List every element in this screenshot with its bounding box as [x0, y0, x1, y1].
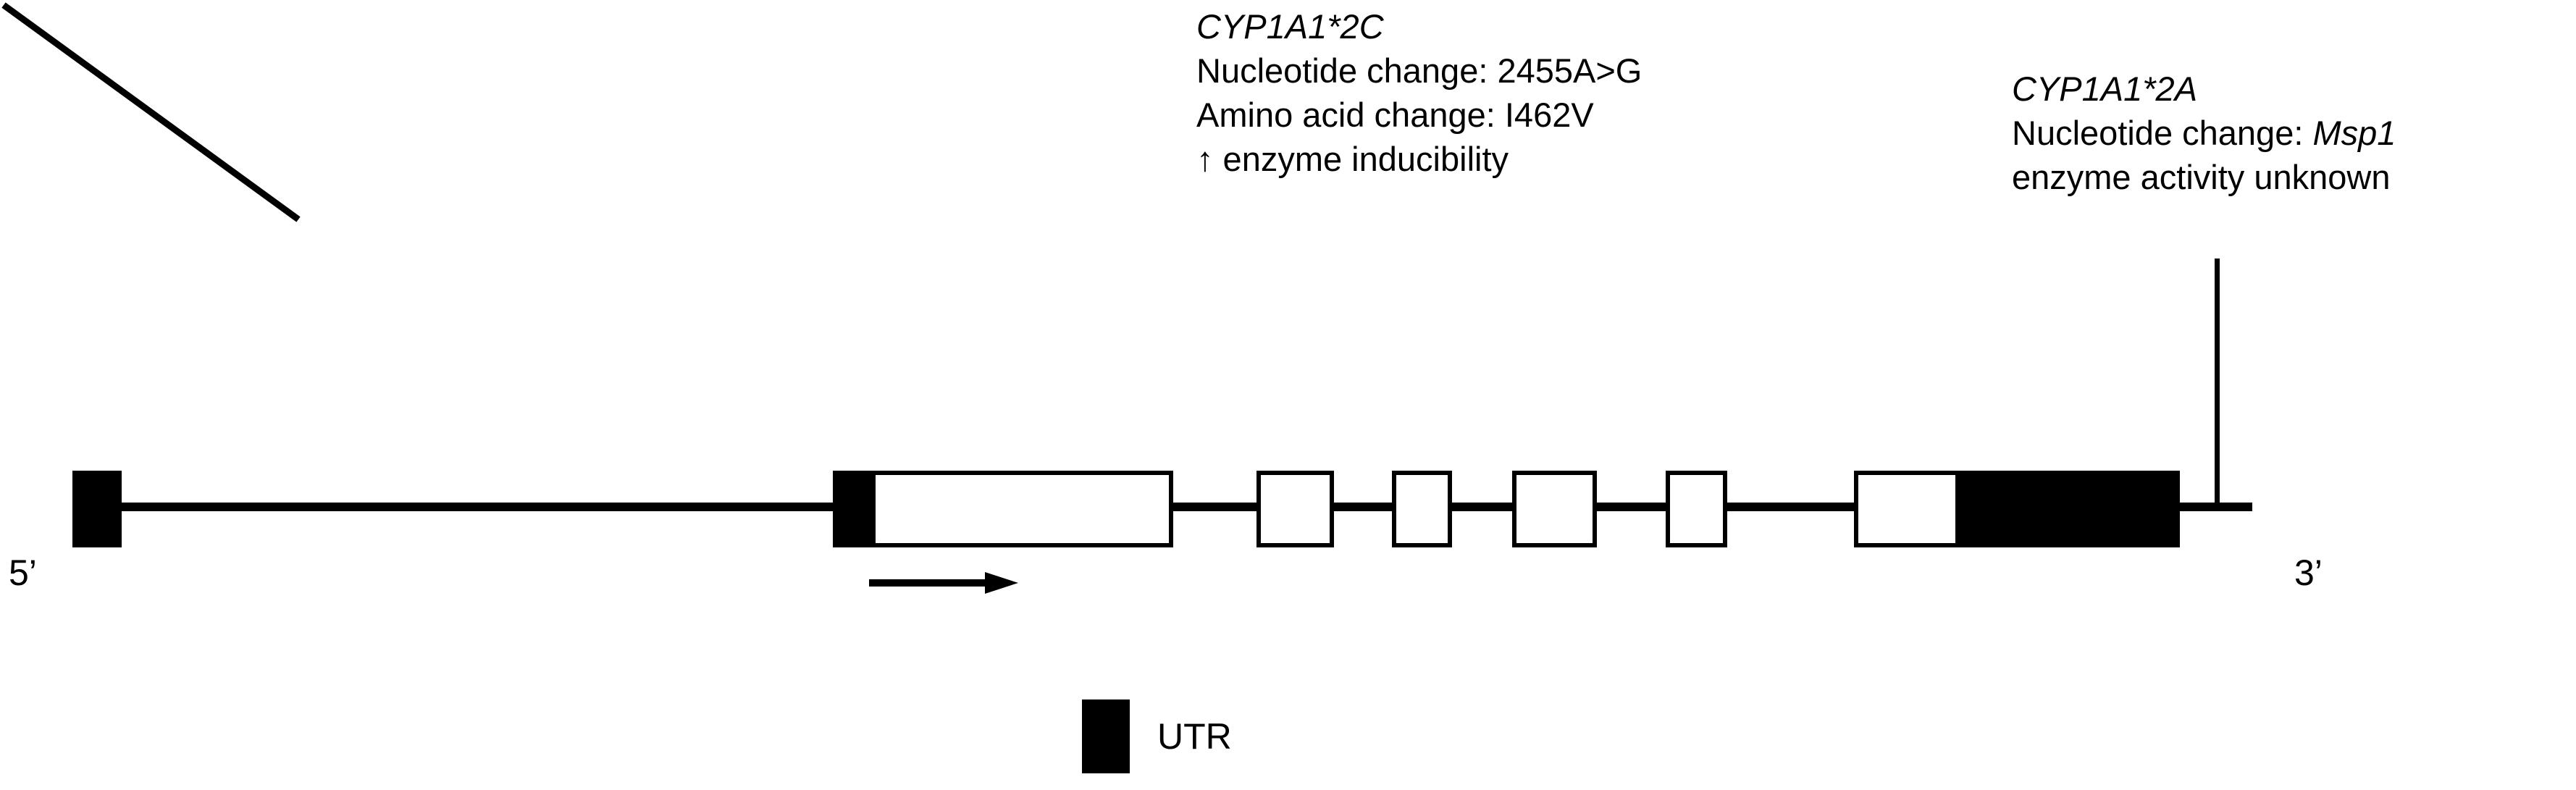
annotation-2a-enzyme-name: Msp1: [2312, 114, 2396, 152]
exon-6-coding-segment: [1858, 475, 1955, 543]
annotation-2c-effect: ↑ enzyme inducibility: [1196, 140, 1509, 178]
feature-exon-4: [1512, 471, 1597, 547]
exon-1-coding-segment: [876, 475, 1169, 543]
feature-exon-1: [833, 471, 1173, 547]
annotation-2a-effect: enzyme activity unknown: [2012, 158, 2391, 196]
annotation-2c-amino-acid-change: Amino acid change: I462V: [1196, 96, 1594, 134]
exon-6-three-prime-utr-segment: [1955, 475, 2176, 543]
annotation-2c-allele: CYP1A1*2C: [1196, 7, 1384, 46]
annotation-2a-allele: CYP1A1*2A: [2012, 70, 2198, 108]
annotation-2a-nucleotide-change: Nucleotide change: Msp1: [2012, 111, 2396, 155]
three-prime-label: 3’: [2294, 552, 2323, 593]
feature-exon-6: [1854, 471, 2180, 547]
annotation-cyp1a1-2a: CYP1A1*2A Nucleotide change: Msp1 enzyme…: [2012, 67, 2396, 199]
leader-line-cyp1a1-2c: [1, 2, 301, 222]
annotation-2c-nucleotide-change: Nucleotide change: 2455A>G: [1196, 51, 1642, 90]
feature-five-prime-utr: [72, 471, 122, 547]
feature-exon-3: [1392, 471, 1452, 547]
five-prime-label: 5’: [9, 552, 37, 593]
annotation-2a-nucleotide-prefix: Nucleotide change:: [2012, 114, 2313, 152]
feature-exon-2: [1256, 471, 1334, 547]
legend-label-utr: UTR: [1157, 716, 1232, 757]
annotation-cyp1a1-2c: CYP1A1*2C Nucleotide change: 2455A>G Ami…: [1196, 4, 1642, 181]
exon-1-utr-segment: [837, 475, 876, 543]
legend: UTR: [1082, 699, 1232, 773]
transcription-start-arrow-icon: [869, 572, 1018, 594]
legend-swatch-utr: [1082, 699, 1130, 773]
feature-exon-5: [1666, 471, 1727, 547]
leader-line-cyp1a1-2a: [2215, 259, 2220, 508]
